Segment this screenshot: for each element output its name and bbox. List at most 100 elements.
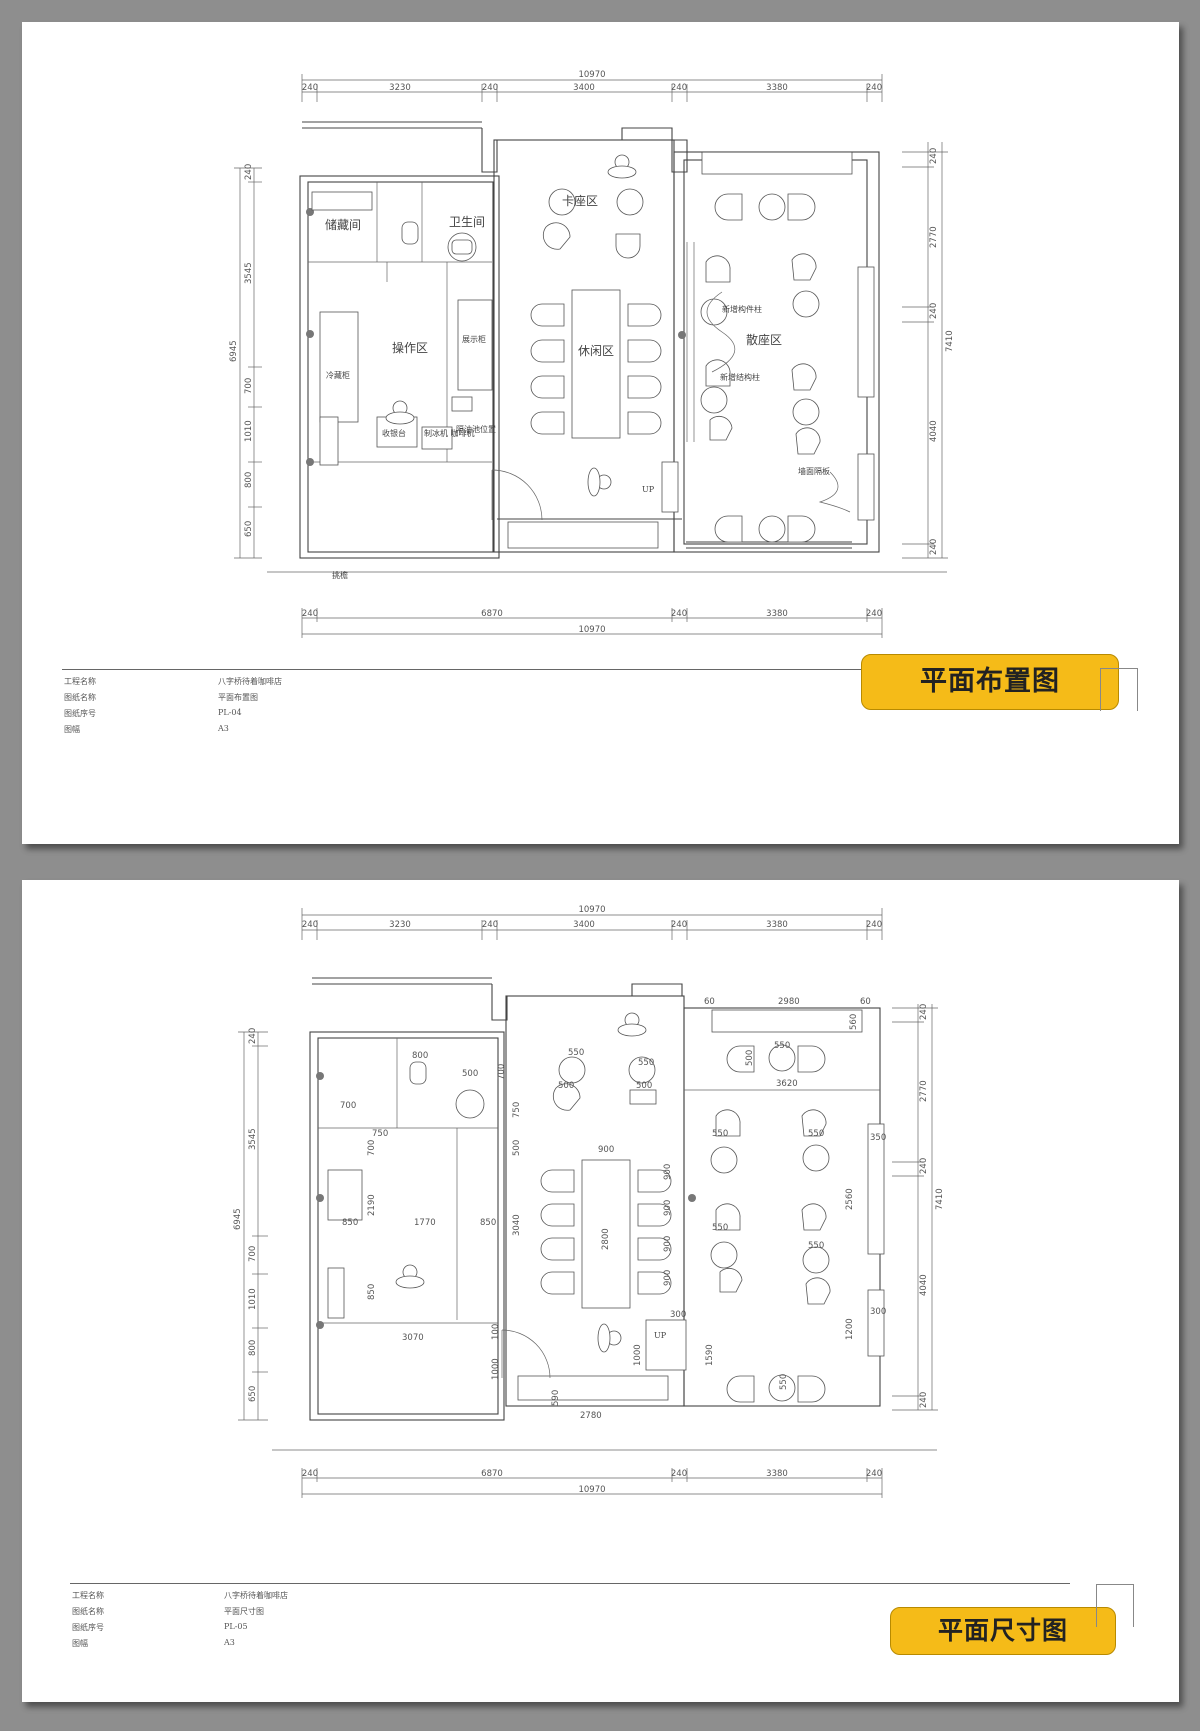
note-ice-coffee: 制冰机 咖啡机 [424,428,475,438]
bottom-dim-seg: 240 [302,609,318,619]
inner-dim: 550 [712,1129,728,1139]
right-dim-seg: 240 [919,1158,929,1174]
left-dim-seg: 650 [244,521,254,537]
inner-dim: 100 [491,1324,501,1340]
inner-dim: 800 [412,1051,428,1061]
inner-dim: 550 [779,1374,789,1390]
left-dim-seg: 700 [248,1246,258,1262]
left-dim-seg: 800 [244,472,254,488]
right-dim-seg: 240 [919,1004,929,1020]
left-dim-seg: 3545 [248,1128,258,1150]
top-dim-seg: 240 [866,920,882,930]
note-display: 展示柜 [462,334,486,344]
tb-label: 图纸序号 [64,709,96,718]
inner-dim: 900 [663,1164,673,1180]
inner-dim: 1000 [633,1344,643,1366]
inner-dim: 900 [663,1200,673,1216]
left-dimension-chain: 6945 240 3545 700 1010 800 650 [233,1028,268,1421]
inner-dim: 2560 [845,1188,855,1210]
right-dimension-chain: 7410 240 2770 240 4040 240 [902,142,955,559]
bottom-dim-seg: 3380 [766,609,788,619]
note-up: UP [642,485,655,494]
top-dim-seg: 240 [302,920,318,930]
top-dim-seg: 3230 [389,83,411,93]
logo-corner-mark [1100,668,1138,711]
note-fridge: 冷藏柜 [326,370,350,380]
right-dim-seg: 4040 [929,420,939,442]
tb-drawing-no: PL-04 [218,708,242,717]
left-dim-seg: 3545 [244,262,254,284]
left-dim-seg: 1010 [248,1288,258,1310]
top-dim-seg: 3400 [573,920,595,930]
layout-plan-drawing: 10970 240 3230 240 3400 240 3380 240 [229,70,955,638]
inner-dim: 2190 [367,1194,377,1216]
right-dim-seg: 2770 [929,226,939,248]
sheet-title-badge: 平面尺寸图 [890,1607,1116,1655]
inner-dim: 3620 [776,1079,798,1089]
inner-dimension-labels: 550 550 500 500 800 500 700 750 700 750 … [340,997,886,1421]
inner-dim: 550 [638,1058,654,1068]
walls [309,977,881,1421]
inner-dim: 500 [462,1069,478,1079]
top-total-dim: 10970 [578,70,605,80]
bottom-dimension-chain: 240 6870 240 3380 240 10970 [301,1468,883,1498]
inner-dim: 1200 [845,1318,855,1340]
tb-label: 图幅 [64,725,80,734]
left-dim-seg: 650 [248,1386,258,1402]
inner-dim: 900 [663,1270,673,1286]
inner-dim: 900 [598,1145,614,1155]
room-label-lounge: 休闲区 [578,344,614,358]
left-dim-seg: 1010 [244,420,254,442]
inner-dim: 550 [808,1241,824,1251]
title-block-rule [62,669,1062,670]
inner-dim: 750 [512,1102,522,1118]
top-dimension-chain: 10970 240 3230 240 3400 240 3380 240 [301,70,883,102]
inner-dim: 1770 [414,1218,436,1228]
room-label-booth: 卡座区 [562,193,598,208]
inner-dim: 700 [497,1064,507,1080]
left-dim-seg: 800 [248,1340,258,1356]
left-dim-seg: 700 [244,378,254,394]
column-marker [306,330,314,338]
inner-dim: 300 [870,1307,886,1317]
note-sink: 隔油池位置 [456,424,496,434]
left-dim-seg: 240 [248,1028,258,1044]
tb-project: 八字桥待着咖啡店 [224,1591,288,1600]
tb-label: 图纸名称 [64,693,96,702]
note-struct2: 新增结构柱 [720,372,760,382]
left-dim-seg: 240 [244,164,254,180]
bottom-dimension-chain: 240 6870 240 3380 240 10970 [301,608,883,638]
column-marker [316,1194,324,1202]
note-struct1: 新增构件柱 [722,304,762,314]
tb-label: 图纸序号 [72,1623,104,1632]
inner-dim: 500 [636,1081,652,1091]
note-canopy: 挑檐 [332,570,348,580]
room-label-scatter: 散座区 [746,332,782,347]
right-dim-seg: 240 [919,1392,929,1408]
tb-label: 图幅 [72,1639,88,1648]
inner-dim: 850 [480,1218,496,1228]
left-total-dim: 6945 [233,1208,243,1230]
inner-dim: 700 [367,1140,377,1156]
inner-dim: 1000 [491,1358,501,1380]
right-dimension-chain: 7410 240 2770 240 4040 240 [892,1004,945,1411]
inner-dim: 550 [712,1223,728,1233]
inner-dim: 350 [870,1133,886,1143]
bottom-dim-seg: 240 [302,1469,318,1479]
right-dim-seg: 240 [929,148,939,164]
column-marker [306,458,314,466]
sheet-title-badge: 平面布置图 [861,654,1119,710]
inner-dim: 560 [849,1014,859,1030]
tb-label: 工程名称 [64,677,96,686]
walls [299,121,880,559]
floor-plan-sheet-dimensions: 10970 240 3230 240 3400 240 3380 240 [22,880,1179,1702]
inner-dim: 3070 [402,1333,424,1343]
tb-drawing-no: PL-05 [224,1622,248,1631]
inner-dim: 2780 [580,1411,602,1421]
note-wall-panel: 墙面隔板 [798,466,830,476]
note-up: UP [654,1331,667,1340]
right-dim-seg: 240 [929,303,939,319]
top-total-dim: 10970 [578,905,605,915]
right-dim-seg: 4040 [919,1274,929,1296]
inner-dim: 590 [551,1390,561,1406]
